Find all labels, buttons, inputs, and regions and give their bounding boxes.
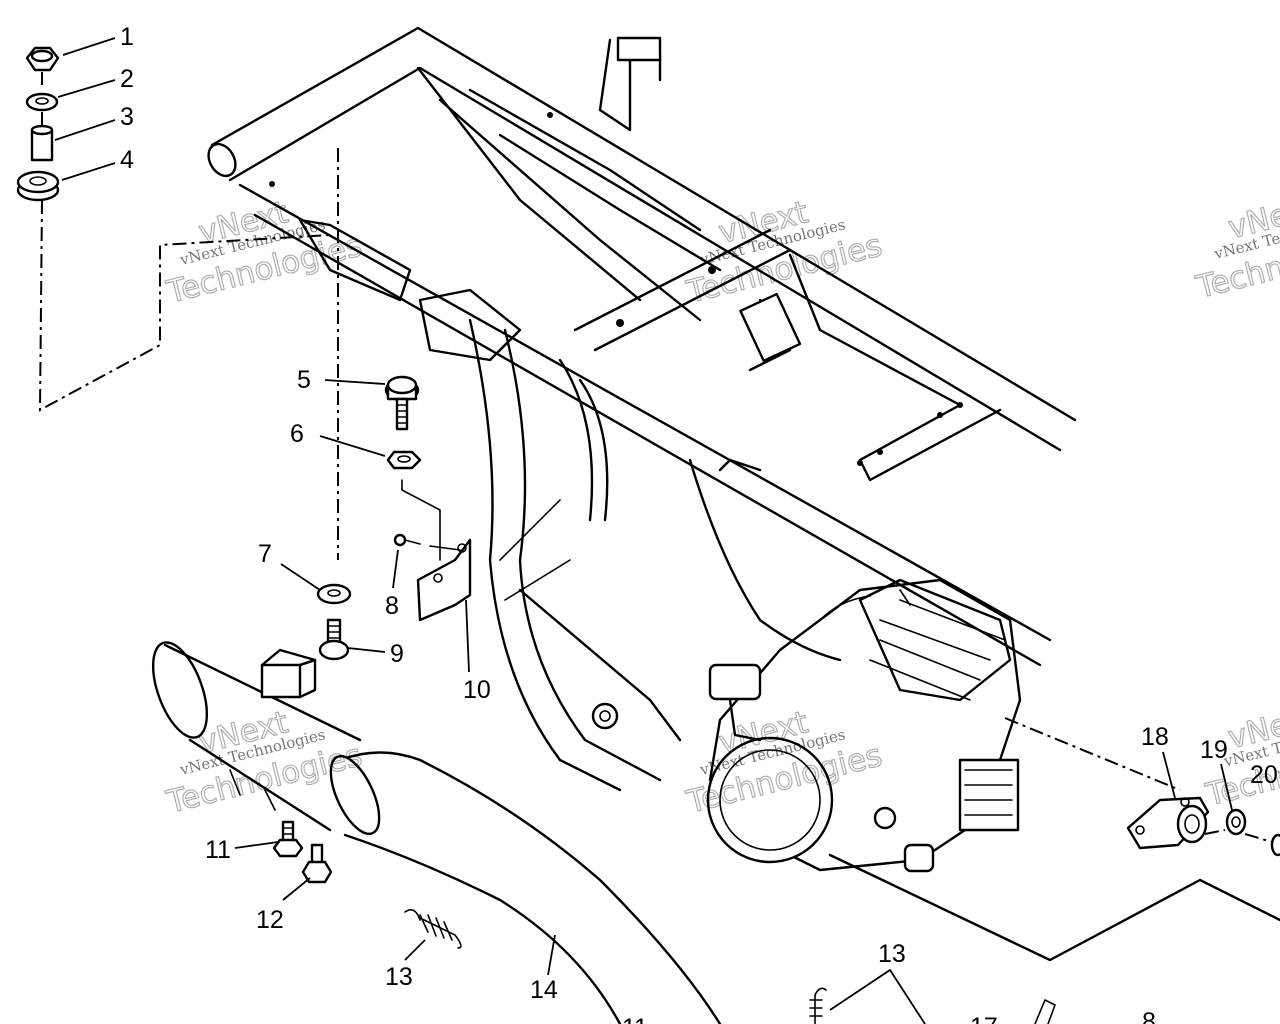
callout-12: 12 — [256, 906, 284, 934]
part-10-bracket — [416, 538, 472, 622]
part-12-nut — [301, 843, 333, 884]
callout-13b: 13 — [878, 940, 906, 968]
part-19-gasket — [1225, 808, 1247, 836]
callout-5: 5 — [297, 366, 311, 394]
callout-14: 14 — [530, 976, 558, 1004]
callout-7: 7 — [258, 540, 272, 568]
part-11-bolt — [272, 820, 304, 858]
part-2-washer — [25, 92, 59, 112]
part-6-nut — [386, 450, 441, 561]
callout-labels: 1 2 3 4 5 6 7 8 9 10 11 12 13 14 13 18 1… — [120, 23, 1278, 1024]
frame-holes — [269, 112, 963, 466]
callout-2: 2 — [120, 65, 134, 93]
atv-frame — [207, 26, 1077, 792]
part-5-bolt — [384, 375, 420, 431]
part-20-ring — [1270, 833, 1280, 857]
callout-17: 17 — [970, 1013, 998, 1024]
callout-11b: 11 — [622, 1014, 648, 1024]
callout-8b: 8 — [1142, 1008, 1156, 1024]
callout-9: 9 — [390, 640, 404, 668]
callout-10: 10 — [463, 676, 491, 704]
part-4-grommet — [16, 170, 60, 202]
callout-18: 18 — [1141, 723, 1169, 751]
part-7-washer — [316, 583, 352, 605]
part-1-nut — [25, 46, 60, 72]
callout-13: 13 — [385, 963, 413, 991]
callout-6: 6 — [290, 420, 304, 448]
callout-20: 20 — [1250, 761, 1278, 789]
callout-1: 1 — [120, 23, 134, 51]
part-18-flange — [1126, 796, 1210, 850]
callout-4: 4 — [120, 146, 134, 174]
muffler-assembly — [151, 641, 722, 1024]
callout-11: 11 — [205, 836, 231, 864]
watermark-group: vNext vNext Technologies Technologies vN… — [162, 189, 1280, 822]
callout-8: 8 — [385, 592, 399, 620]
part-13-spring — [404, 909, 462, 949]
callout-3: 3 — [120, 103, 134, 131]
part-8-screw — [393, 533, 461, 551]
part-9-bolt — [318, 618, 350, 661]
engine-assembly — [706, 578, 1022, 873]
leader-lines — [54, 37, 1233, 1024]
callout-19: 19 — [1200, 736, 1228, 764]
part-17-bracket — [1034, 999, 1056, 1024]
part-13b-spring — [809, 987, 827, 1024]
part-3-spacer — [30, 124, 54, 162]
